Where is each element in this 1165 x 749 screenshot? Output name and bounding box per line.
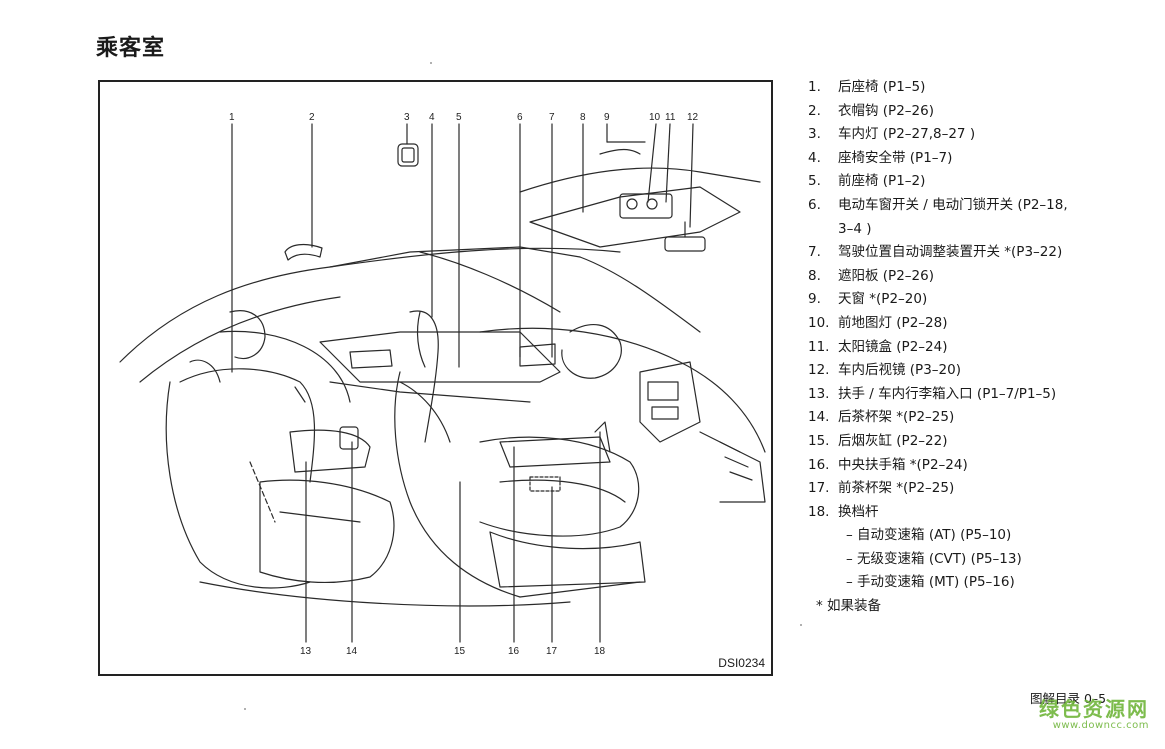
scan-speck [800, 624, 802, 626]
legend-item: 4.座椅安全带 (P1–7) [808, 149, 953, 166]
legend-item: 9.天窗 *(P2–20) [808, 291, 928, 308]
legend-item: 3.车内灯 (P2–27,8–27 ) [808, 126, 976, 143]
legend-item: 12.车内后视镜 (P3–20) [808, 362, 961, 379]
callout-9: 9 [604, 112, 610, 123]
legend-item: 14.后茶杯架 *(P2–25) [808, 409, 955, 426]
callout-1: 1 [229, 112, 235, 123]
callout-4: 4 [429, 112, 435, 123]
legend-item: 5.前座椅 (P1–2) [808, 173, 926, 190]
callout-13: 13 [300, 646, 312, 657]
callout-15: 15 [454, 646, 466, 657]
legend-item: 18.换档杆 [808, 503, 879, 520]
car-interior-drawing: 1 2 3 4 5 6 7 8 9 10 11 12 13 14 15 16 1… [119, 112, 766, 657]
callout-18: 18 [594, 646, 606, 657]
legend-item: 6.电动车窗开关 / 电动门锁开关 (P2–18, [808, 196, 1068, 213]
callout-8: 8 [580, 112, 586, 123]
legend-item: 11.太阳镜盒 (P2–24) [808, 338, 948, 355]
legend-item: 1.后座椅 (P1–5) [808, 79, 926, 95]
legend-note: * 如果装备 [816, 598, 882, 615]
legend-item: 17.前茶杯架 *(P2–25) [808, 480, 955, 497]
scan-speck [430, 62, 432, 64]
callout-2: 2 [309, 112, 315, 123]
scan-speck [244, 708, 246, 710]
interior-illustration: 1 2 3 4 5 6 7 8 9 10 11 12 13 14 15 16 1… [98, 80, 773, 676]
watermark: 绿色资源网 www.downcc.com [1039, 693, 1149, 731]
callout-17: 17 [546, 646, 558, 657]
legend-item: 7.驾驶位置自动调整装置开关 *(P3–22) [808, 244, 1063, 261]
callout-11: 11 [665, 112, 676, 123]
watermark-name: 绿色资源网 [1039, 697, 1149, 721]
callout-3: 3 [404, 112, 410, 123]
callout-6: 6 [517, 112, 523, 123]
legend-item: 10.前地图灯 (P2–28) [808, 314, 948, 331]
callout-12: 12 [687, 112, 699, 123]
legend-subitem: – 自动变速箱 (AT) (P5–10) [846, 527, 1012, 544]
watermark-url: www.downcc.com [1052, 720, 1149, 731]
legend-item: 16.中央扶手箱 *(P2–24) [808, 456, 968, 473]
page-title: 乘客室 [96, 36, 166, 61]
callout-16: 16 [508, 646, 520, 657]
legend-item: 15.后烟灰缸 (P2–22) [808, 432, 948, 449]
callout-10: 10 [649, 112, 661, 123]
figure-code: DSI0234 [716, 656, 767, 670]
callout-5: 5 [456, 112, 462, 123]
legend-item: 8.遮阳板 (P2–26) [808, 267, 934, 284]
legend-item-continued: 3–4 ) [838, 220, 872, 237]
callout-7: 7 [549, 112, 555, 123]
callout-14: 14 [346, 646, 358, 657]
legend-list: 1.后座椅 (P1–5) 2.衣帽钩 (P2–26) 3.车内灯 (P2–27,… [808, 76, 1153, 619]
legend-item: 13.扶手 / 车内行李箱入口 (P1–7/P1–5) [808, 385, 1057, 402]
legend-item: 2.衣帽钩 (P2–26) [808, 102, 934, 119]
page-footer: 图解目录 0–5 [1030, 691, 1107, 706]
legend-subitem: – 无级变速箱 (CVT) (P5–13) [846, 550, 1022, 567]
legend-subitem: – 手动变速箱 (MT) (P5–16) [846, 574, 1015, 591]
